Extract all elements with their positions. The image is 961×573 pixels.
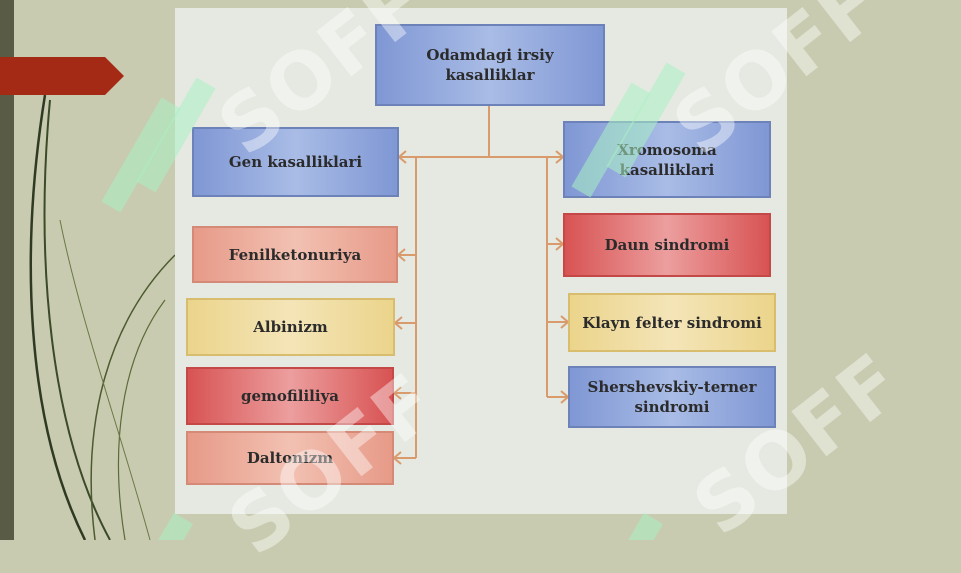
fenilketonuriya-node: Fenilketonuriya xyxy=(192,226,398,283)
gemofililiya-node: gemofililiya xyxy=(186,367,394,425)
daun-sindromi-node: Daun sindromi xyxy=(563,213,771,277)
left-strip xyxy=(0,0,14,540)
daltonizm-node: Daltonizm xyxy=(186,431,394,485)
accent-arrow xyxy=(0,57,124,95)
decorative-curves xyxy=(29,94,176,540)
slide: Odamdagi irsiy kasalliklar Gen kasallikl… xyxy=(0,0,920,573)
watermark-logo xyxy=(101,62,686,540)
klayn-felter-sindromi-node: Klayn felter sindromi xyxy=(568,293,776,352)
albinizm-node: Albinizm xyxy=(186,298,395,356)
shershevskiy-terner-sindromi-node: Shershevskiy-terner sindromi xyxy=(568,366,776,428)
gen-kasalliklari-node: Gen kasalliklari xyxy=(192,127,399,197)
root-node: Odamdagi irsiy kasalliklar xyxy=(375,24,605,106)
